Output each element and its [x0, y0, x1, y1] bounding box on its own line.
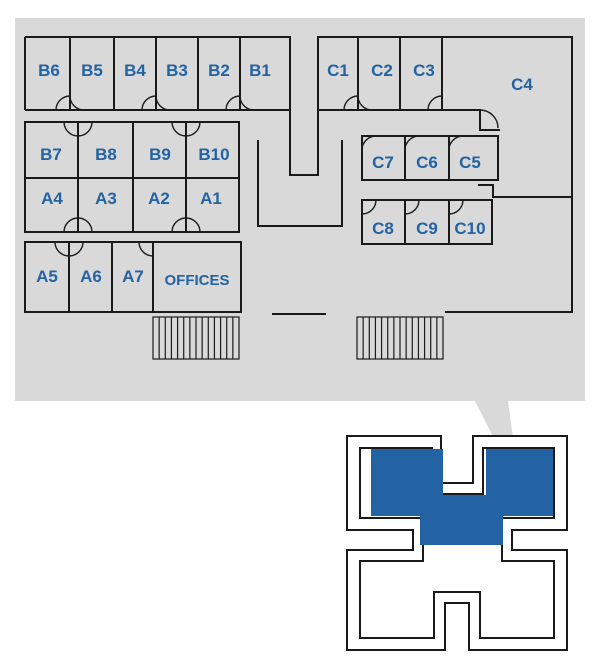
room-b10[interactable]: B10: [198, 145, 229, 164]
room-c8[interactable]: C8: [372, 219, 394, 238]
room-c4[interactable]: C4: [511, 75, 533, 94]
room-a5[interactable]: A5: [36, 267, 58, 286]
stairs-left: [152, 316, 240, 360]
room-c5[interactable]: C5: [459, 153, 481, 172]
room-c6[interactable]: C6: [416, 153, 438, 172]
room-b8[interactable]: B8: [95, 145, 117, 164]
room-a7[interactable]: A7: [122, 267, 144, 286]
room-c10[interactable]: C10: [454, 219, 485, 238]
room-c7[interactable]: C7: [372, 153, 394, 172]
highlighted-area: [371, 449, 553, 545]
room-b3[interactable]: B3: [166, 61, 188, 80]
room-c3[interactable]: C3: [413, 61, 435, 80]
room-labels: B6 B5 B4 B3 B2 B1 C1 C2 C3 C4 B7 B8 B9 B…: [36, 61, 533, 289]
room-c2[interactable]: C2: [371, 61, 393, 80]
room-a6[interactable]: A6: [80, 267, 102, 286]
room-a1[interactable]: A1: [200, 189, 222, 208]
room-a4[interactable]: A4: [41, 189, 63, 208]
walls: [24, 36, 573, 315]
callout-panel: [15, 18, 585, 490]
room-a3[interactable]: A3: [95, 189, 117, 208]
stairs-right: [356, 316, 444, 360]
room-b1[interactable]: B1: [249, 61, 271, 80]
room-b7[interactable]: B7: [40, 145, 62, 164]
room-b6[interactable]: B6: [38, 61, 60, 80]
room-b5[interactable]: B5: [81, 61, 103, 80]
room-offices[interactable]: OFFICES: [164, 272, 229, 289]
doors: [54, 95, 499, 257]
room-b2[interactable]: B2: [208, 61, 230, 80]
room-b9[interactable]: B9: [149, 145, 171, 164]
room-a2[interactable]: A2: [148, 189, 170, 208]
room-c1[interactable]: C1: [327, 61, 349, 80]
room-c9[interactable]: C9: [416, 219, 438, 238]
room-b4[interactable]: B4: [124, 61, 146, 80]
locator-minimap: [346, 435, 568, 651]
